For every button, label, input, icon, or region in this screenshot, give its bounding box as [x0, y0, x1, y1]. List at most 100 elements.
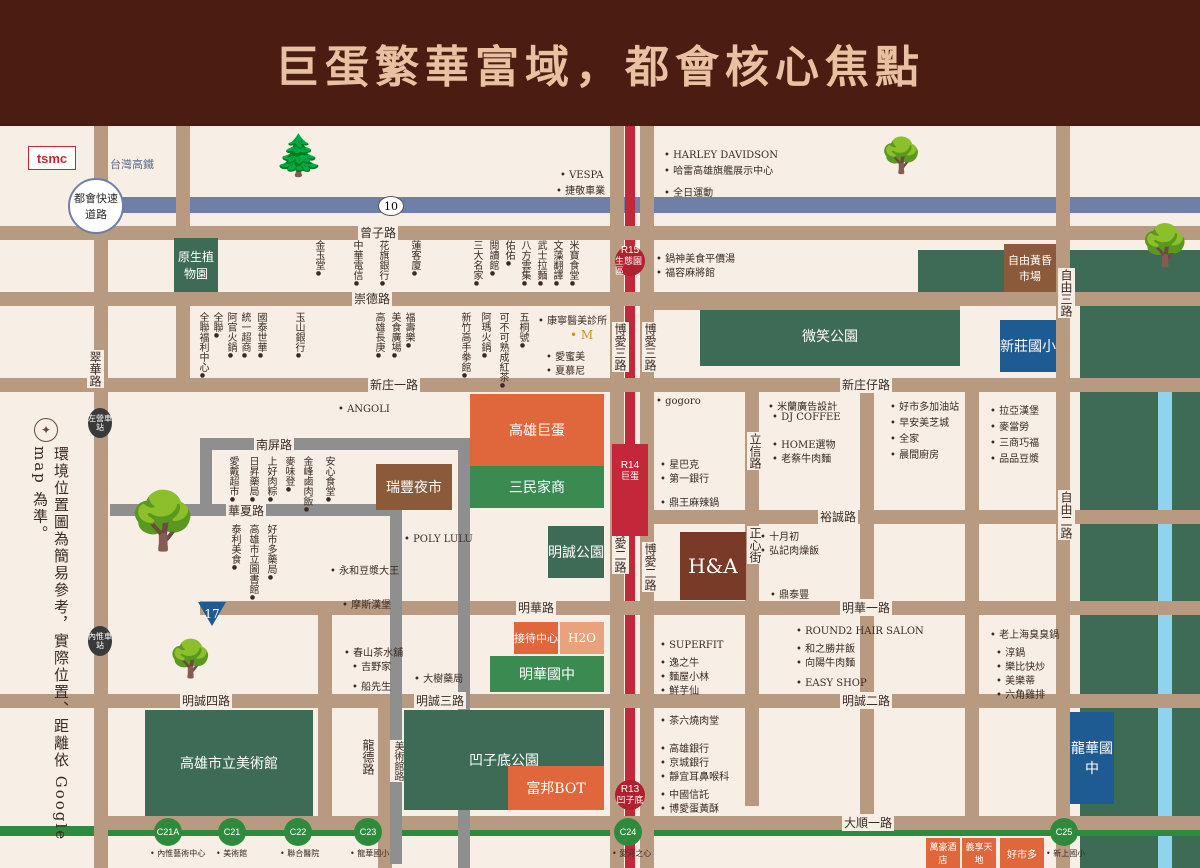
- lrt-c21[interactable]: C21: [218, 818, 246, 846]
- r13-code: R13: [620, 784, 640, 795]
- longhua-label: 龍華國中: [1071, 741, 1113, 777]
- label-chongde: 崇德路: [352, 290, 393, 307]
- lrt-c24[interactable]: C24: [614, 818, 642, 846]
- highway-10-shield: 10: [378, 196, 404, 216]
- reception-label: 接待中心: [514, 632, 558, 645]
- expressway-label: 都會快速道路: [74, 192, 118, 221]
- xinzhuang-elementary: 新莊國小: [1000, 320, 1056, 372]
- poi-familymart: 全家: [890, 430, 919, 445]
- r14-name: 巨蛋: [620, 471, 639, 481]
- nanping-v: [200, 438, 212, 508]
- r14-code: R14: [620, 460, 640, 471]
- poi-shiyuechu: 十月初: [760, 528, 799, 543]
- xinzhuang1-road: [0, 378, 1200, 392]
- poi-jinfeng: 金峰鹵肉飯: [300, 456, 312, 513]
- ziyou-market-label: 自由黃昏市場: [1008, 254, 1052, 283]
- poi-bafang: 八方雲集: [518, 240, 530, 287]
- lrt-c22[interactable]: C22: [284, 818, 312, 846]
- poi-ctbc: 中國信託: [660, 786, 709, 801]
- poi-aimimei: 愛蜜美: [546, 348, 585, 363]
- r15-name: 生態園區: [615, 256, 643, 276]
- vespa-label: VESPA: [560, 170, 603, 181]
- label-lixin: 立信路: [747, 432, 764, 470]
- yixiang-label: 義享天地: [965, 843, 993, 866]
- poi-jinyu: 金玉堂: [312, 240, 324, 277]
- poi-milan: 米蘭廣告設計: [768, 398, 837, 413]
- zuoying-label: 左營車站: [88, 414, 112, 432]
- label-mingcheng3: 明誠三路: [414, 692, 467, 709]
- poi-aidai: 愛戴超市: [226, 456, 238, 503]
- label-museum-road: 美術館路: [390, 740, 405, 782]
- c25-code: C25: [1055, 826, 1073, 837]
- tsmc-text: tsmc: [36, 150, 68, 166]
- poi-sanda: 三大名家: [470, 240, 482, 287]
- poi-chenjian: 晨間廚房: [890, 446, 939, 461]
- poi-kaohsiungbank: 高雄銀行: [660, 740, 709, 755]
- arena-label: 高雄巨蛋: [509, 423, 565, 439]
- poi-round2: ROUND2 HAIR SALON: [796, 626, 924, 637]
- zengzi-road: [0, 226, 1200, 240]
- compass-icon: ✦: [34, 418, 58, 442]
- label-ziyou3: 自由三路: [1058, 268, 1075, 318]
- poi-ama: 阿瑪火鍋: [478, 312, 490, 359]
- poi-risheng: 日昇藥局: [246, 456, 258, 503]
- poi-fushoule: 福壽樂: [402, 312, 414, 349]
- cuihua-road: [94, 126, 108, 868]
- neiwei-label: 內惟車站: [88, 632, 112, 650]
- minghua-road: [200, 601, 1200, 615]
- lrt-c25[interactable]: C25: [1050, 818, 1078, 846]
- label-ziyou2: 自由二路: [1058, 490, 1075, 540]
- fubon-bot: 富邦BOT: [508, 766, 604, 810]
- lrt-green-line: [0, 826, 1200, 836]
- c24-code: C24: [619, 826, 637, 837]
- gogoro-label: gogoro: [656, 396, 701, 407]
- poi-changgung: 高雄長庚: [372, 312, 384, 359]
- label-mingcheng4: 明誠四路: [180, 692, 233, 709]
- tree-icon: 🌳: [128, 489, 198, 554]
- poi-xiamuni: 夏慕尼: [546, 362, 585, 377]
- kaohsiung-museum: 高雄市立美術館: [145, 710, 313, 816]
- ruifeng-label: 瑞豐夜市: [386, 480, 442, 496]
- label-minghua1: 明華一路: [840, 599, 893, 616]
- highway-10-label: 10: [384, 199, 398, 213]
- lixin-road: [745, 386, 759, 806]
- poi-yonghe: 永和豆漿大王: [330, 562, 399, 577]
- poi-chunguo: 淳鍋: [996, 644, 1025, 659]
- nanping-road: [200, 438, 460, 450]
- poi-dashu: 大樹藥局: [414, 670, 463, 685]
- lrt-c23[interactable]: C23: [354, 818, 382, 846]
- vespa-sub-label: 捷敬車業: [556, 182, 605, 197]
- lrt-c22-name: 聯合醫院: [280, 848, 319, 859]
- lrt-c23-name: 龍華國小: [350, 848, 389, 859]
- zuoying-station-marker[interactable]: 左營車站: [88, 408, 112, 438]
- r15-code: R15: [620, 245, 640, 256]
- poi-cht: 中華電信: [350, 240, 362, 287]
- lrt-c21-name: 美術館: [216, 848, 247, 859]
- poi-melody: 美樂蒂: [996, 672, 1035, 687]
- label-yuncheng: 裕誠路: [818, 508, 859, 525]
- side-note: 環境位置圖為簡易參考，實際位置、距離依 Google map 為準。: [31, 446, 70, 842]
- tree-icon: 🌳: [168, 639, 213, 680]
- label-cuihua: 翠華路: [87, 350, 104, 388]
- poi-chaliu: 茶六燒肉堂: [660, 712, 719, 727]
- wanhao-hotel: 萬豪酒店: [926, 838, 960, 868]
- poi-chunshan: 春山茶水舖: [344, 644, 403, 659]
- poi-pinpin: 品品豆漿: [990, 450, 1039, 465]
- poi-zaoan: 早安美芝城: [890, 414, 949, 429]
- poi-kebuke: 可不可熟成紅茶: [496, 312, 508, 389]
- poi-laya: 拉亞漢堡: [990, 402, 1039, 417]
- label-longde: 龍德路: [360, 738, 377, 776]
- c22-code: C22: [289, 826, 307, 837]
- poi-xianyuxian: 鮮芋仙: [660, 682, 699, 697]
- neiwei-station-marker[interactable]: 內惟車站: [88, 626, 112, 656]
- poi-jingyi: 靜宜耳鼻喉科: [660, 768, 729, 783]
- fubon-label: 富邦BOT: [526, 781, 586, 797]
- lrt-c21a[interactable]: C21A: [154, 818, 182, 846]
- poi-dingwang: 鼎王麻辣鍋: [660, 494, 719, 509]
- tree-icon: 🌲: [274, 133, 324, 179]
- poi-yizhiniu: 逸之牛: [660, 654, 699, 669]
- label-boai3-e: 博愛三路: [642, 322, 659, 372]
